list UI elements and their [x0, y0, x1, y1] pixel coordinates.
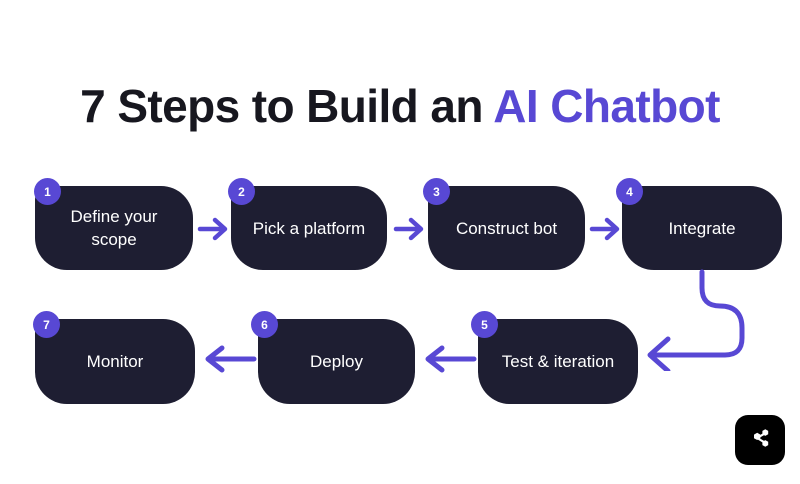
- page-title: 7 Steps to Build an AI Chatbot: [0, 78, 800, 134]
- arrow-1-to-2: [196, 214, 232, 244]
- step-label-5: Test & iteration: [501, 352, 615, 371]
- step-badge-5: 5: [471, 311, 498, 338]
- step-box-5[interactable]: Test & iteration: [478, 319, 638, 404]
- step-number-7: 7: [43, 317, 50, 332]
- step-badge-2: 2: [228, 178, 255, 205]
- step-label-6: Deploy: [310, 352, 363, 371]
- page-title-accent: AI Chatbot: [493, 80, 720, 132]
- step-number-2: 2: [238, 184, 245, 199]
- step-badge-6: 6: [251, 311, 278, 338]
- arrow-3-to-4: [588, 214, 624, 244]
- arrow-4-to-5: [630, 266, 760, 374]
- step-label-3: Construct bot: [455, 218, 558, 238]
- arrow-5-to-6: [420, 344, 478, 374]
- step-box-2[interactable]: Pick a platform: [231, 186, 387, 270]
- step-box-3[interactable]: Construct bot: [428, 186, 585, 270]
- arrow-6-to-7: [200, 344, 258, 374]
- arrow-2-to-3: [392, 214, 428, 244]
- step-number-6: 6: [261, 317, 268, 332]
- share-icon: [746, 424, 774, 457]
- step-badge-7: 7: [33, 311, 60, 338]
- step-number-5: 5: [481, 317, 488, 332]
- step-label-7: Monitor: [86, 352, 144, 371]
- step-label-1: Define your scope: [70, 207, 158, 249]
- step-box-1[interactable]: Define your scope: [35, 186, 193, 270]
- page-title-lead: 7 Steps to Build an: [80, 80, 494, 132]
- step-number-4: 4: [626, 184, 633, 199]
- step-box-4[interactable]: Integrate: [622, 186, 782, 270]
- share-button[interactable]: [735, 415, 785, 465]
- step-number-3: 3: [433, 184, 440, 199]
- step-label-4: Integrate: [668, 218, 736, 238]
- step-label-2: Pick a platform: [252, 218, 366, 238]
- step-badge-1: 1: [34, 178, 61, 205]
- step-box-7[interactable]: Monitor: [35, 319, 195, 404]
- step-box-6[interactable]: Deploy: [258, 319, 415, 404]
- step-number-1: 1: [44, 184, 51, 199]
- step-badge-3: 3: [423, 178, 450, 205]
- step-badge-4: 4: [616, 178, 643, 205]
